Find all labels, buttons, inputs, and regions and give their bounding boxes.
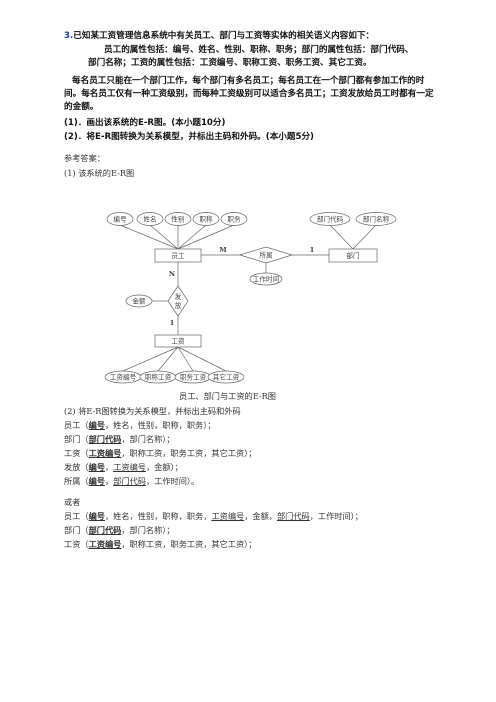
label-emp-gender: 性别 [171, 215, 185, 224]
primary-key: 编号 [88, 511, 105, 521]
foreign-key: 工资编号 [211, 511, 245, 521]
alt-relation-employee: 员工（编号，姓名，性别，职称，职务，工资编号，金额，部门代码，工作时间）； [64, 511, 363, 521]
relation-belongs [238, 246, 294, 264]
label-relation-belongs: 所属 [259, 251, 272, 260]
primary-key: 编号 [88, 420, 105, 430]
label-emp-title: 职称 [199, 215, 213, 224]
primary-key: 部门代码 [88, 434, 122, 444]
relation-department: 部门（部门代码，部门名称）； [64, 434, 175, 444]
attr-work-time [249, 272, 283, 286]
entity-wage [154, 334, 202, 348]
label-relation-pay-2: 放 [175, 301, 182, 310]
question-attr-line2: 部门名称；工资的属性包括：工资编号、职称工资、职务工资、其它工资。 [88, 58, 372, 68]
cardinality-1-left: 1 [170, 319, 175, 327]
diagram-caption: 员工、部门与工资的E-R图 [179, 391, 276, 401]
label-attr-work-time: 工作时间 [253, 275, 280, 284]
foreign-key: 部门代码 [276, 511, 310, 521]
question-semantics: 每名员工只能在一个部门工作，每个部门有多名员工；每名员工在一个部门都有参加工作的… [64, 76, 434, 112]
attr-emp-gender [164, 212, 192, 226]
cardinality-1-top: 1 [310, 246, 315, 254]
label-emp-name: 姓名 [143, 215, 156, 224]
primary-key: 编号 [88, 462, 105, 472]
alternative-label: 或者 [64, 497, 81, 507]
relation-pay [167, 285, 189, 317]
attr-amount [125, 294, 153, 308]
cardinality-n: N [169, 270, 175, 278]
label-wage-title: 职称工资 [145, 373, 172, 382]
label-dept-code: 部门代码 [317, 215, 344, 224]
question-task2: (2)．将E-R图转换为关系模型，并标出主码和外码。(本小题5分) [64, 132, 314, 142]
answer-part1: (1) 该系统的E-R图 [64, 168, 135, 178]
attr-dept-code [309, 212, 351, 226]
attr-emp-post [220, 212, 248, 226]
attr-dept-name [355, 212, 397, 226]
primary-key: 编号 [88, 476, 105, 486]
answer-part2: (2) 将E-R图转换为关系模型，并标出主码和外码 [64, 406, 241, 416]
label-attr-amount: 金额 [132, 297, 146, 306]
relation-pay: 发放（编号，工资编号，金额）； [64, 462, 183, 472]
label-wage-other: 其它工资 [213, 373, 240, 382]
foreign-key: 工资编号 [113, 462, 146, 472]
primary-key: 部门代码 [88, 525, 122, 535]
relation-wage: 工资（工资编号，职称工资，职务工资，其它工资）； [64, 448, 257, 458]
label-wage-post: 职务工资 [180, 373, 207, 382]
label-wage-id: 工资编号 [110, 373, 137, 382]
answer-heading: 参考答案： [64, 153, 105, 163]
primary-key: 工资编号 [88, 448, 122, 458]
label-relation-pay-1: 发 [175, 292, 182, 301]
relation-employee: 员工（编号，姓名，性别，职称，职务）； [64, 420, 216, 430]
label-entity-employee: 员工 [171, 252, 185, 260]
question-number: 3. [64, 31, 74, 41]
foreign-key: 部门代码 [113, 476, 146, 486]
question-intro: 3.已知某工资管理信息系统中有关员工、部门与工资等实体的相关语义内容如下： [64, 31, 375, 41]
label-entity-department: 部门 [346, 251, 359, 260]
label-dept-name: 部门名称 [363, 215, 390, 224]
attr-wage-other [207, 370, 245, 384]
label-entity-wage: 工资 [171, 337, 185, 346]
attr-emp-name [136, 212, 164, 226]
alt-relation-department: 部门（部门代码，部门名称）； [64, 525, 175, 535]
attr-emp-id [106, 212, 134, 226]
attr-emp-title [192, 212, 220, 226]
entity-employee [154, 248, 202, 263]
entity-department [328, 248, 378, 263]
question-task1: (1)．画出该系统的E-R图。(本小题10分) [64, 118, 226, 128]
label-emp-id: 编号 [113, 215, 127, 224]
label-emp-post: 职务 [227, 215, 241, 224]
cardinality-m: M [219, 246, 227, 254]
alt-relation-wage: 工资（工资编号，职称工资，职务工资，其它工资）； [64, 539, 257, 549]
primary-key: 工资编号 [88, 539, 122, 549]
question-attr-line1: 员工的属性包括：编号、姓名、性别、职称、职务；部门的属性包括：部门代码、 [104, 45, 414, 55]
relation-belongs: 所属（编号，部门代码，工作时间）。 [64, 476, 200, 486]
